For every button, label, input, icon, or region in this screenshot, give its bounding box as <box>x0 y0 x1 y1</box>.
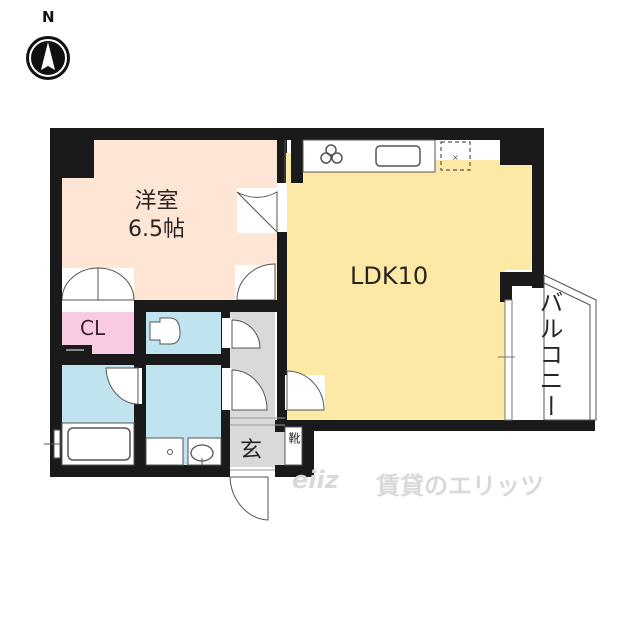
shoe-box-label: 靴 <box>287 432 301 444</box>
western-room-size: 6.5帖 <box>128 217 185 242</box>
kitchen-sink-icon <box>375 145 421 167</box>
closet-label: CL <box>80 316 106 340</box>
western-room-label: 洋室 6.5帖 <box>128 188 185 244</box>
refrigerator-space-icon <box>440 141 471 171</box>
watermark-logo: eiiz <box>292 466 339 494</box>
watermark-text: 賃貸のエリッツ <box>376 472 544 500</box>
three-burner-stove-icon <box>320 144 343 164</box>
western-room-name: 洋室 <box>134 189 179 214</box>
balcony-label: バルコニー <box>535 290 563 420</box>
svg-text:×: × <box>452 153 459 162</box>
entrance-floor <box>230 427 285 467</box>
ldk-label: LDK10 <box>350 262 429 290</box>
north-arrow-icon <box>26 36 70 80</box>
entrance-label: 玄 <box>240 438 263 463</box>
walls <box>50 128 595 477</box>
north-label: N <box>42 8 55 26</box>
